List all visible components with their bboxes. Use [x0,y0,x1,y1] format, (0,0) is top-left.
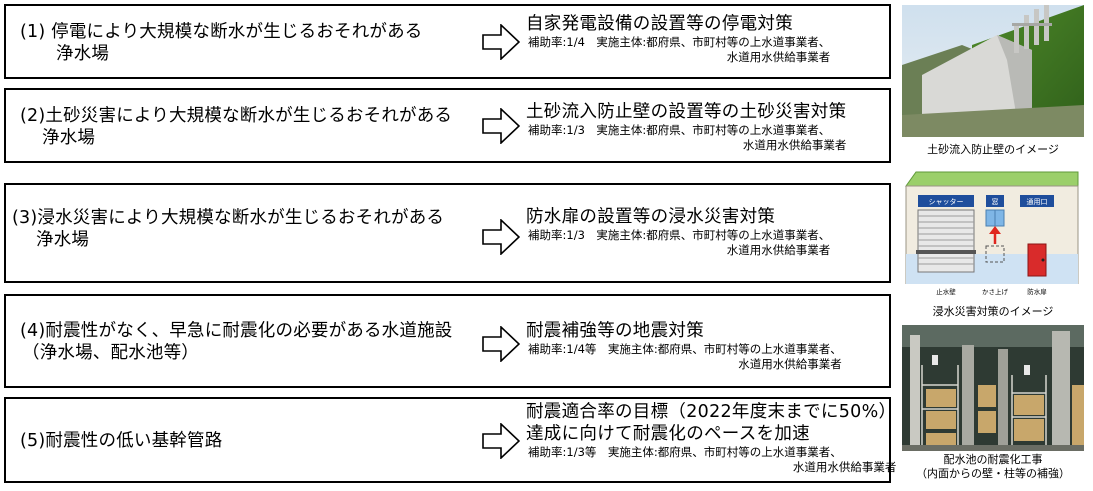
subsidy-line1: 補助率:1/3 実施主体:都府県、市町村等の上水道事業者、 [528,228,831,242]
measure-title: 土砂流入防止壁の設置等の土砂災害対策 [526,102,847,122]
condition-text: (3)浸水災害により大規模な断水が生じるおそれがある 浄水場 [12,207,444,251]
reservoir-caption-line1: 配水池の耐震化工事 [943,453,1043,466]
label-shutter: シャッター [929,197,964,206]
sediment-wall-image [902,5,1084,137]
flood-caption: 浸水災害対策のイメージ [932,305,1054,318]
subsidy-line1: 補助率:1/4等 実施主体:都府県、市町村等の上水道事業者、 [528,342,842,356]
label-raise: かさ上げ [982,287,1009,296]
subsidy-line2: 水道用水供給事業者 [738,357,842,371]
subsidy-line1: 補助率:1/3 実施主体:都府県、市町村等の上水道事業者、 [528,123,831,137]
right-arrow-icon [482,423,520,459]
measure-title-line2: 達成に向けて耐震化のペースを加速 [526,424,810,444]
label-water-stop: 止水壁 [936,287,956,296]
reservoir-photo [902,325,1084,451]
condition-line2: 浄水場 [36,230,90,250]
flood-measure-image: シャッター 窓 通用口 止水壁 かさ上げ 防水扉 [902,166,1084,300]
measure-block: 防水扉の設置等の浸水災害対策 補助率:1/3 実施主体:都府県、市町村等の上水道… [526,206,830,258]
label-waterproof-door: 防水扉 [1027,287,1047,296]
condition-text: (1) 停電により大規模な断水が生じるおそれがある 浄水場 [20,21,423,65]
condition-line2: 浄水場 [42,128,96,148]
measure-row-1: (1) 停電により大規模な断水が生じるおそれがある 浄水場 自家発電設備の設置等… [4,4,891,79]
right-arrow-icon [482,24,520,60]
subsidy-line2: 水道用水供給事業者 [742,138,847,152]
reservoir-caption: 配水池の耐震化工事 （内面からの壁・柱等の補強） [902,453,1084,481]
condition-line2: （浄水場、配水池等） [22,343,199,363]
subsidy-line1: 補助率:1/3等 実施主体:都府県、市町村等の上水道事業者、 [528,445,842,459]
sediment-wall-photo [902,5,1084,137]
condition-text: (5)耐震性の低い基幹管路 [20,430,222,452]
right-arrow-icon [482,108,520,144]
label-door: 通用口 [1027,197,1048,206]
measure-title: 耐震補強等の地震対策 [526,321,704,341]
measure-row-5: (5)耐震性の低い基幹管路 耐震適合率の目標（2022年度末までに50%） 達成… [4,397,896,483]
subsidy-line2: 水道用水供給事業者 [726,243,831,257]
measure-row-4: (4)耐震性がなく、早急に耐震化の必要がある水道施設 （浄水場、配水池等） 耐震… [4,294,891,388]
measure-block: 土砂流入防止壁の設置等の土砂災害対策 補助率:1/3 実施主体:都府県、市町村等… [526,101,846,153]
label-window: 窓 [992,197,999,206]
condition-line1: (4)耐震性がなく、早急に耐震化の必要がある水道施設 [20,321,453,341]
right-arrow-icon [482,219,520,255]
measure-block: 自家発電設備の設置等の停電対策 補助率:1/4 実施主体:都府県、市町村等の上水… [526,13,830,65]
condition-text: (2)土砂災害により大規模な断水が生じるおそれがある 浄水場 [20,105,452,149]
measure-title: 防水扉の設置等の浸水災害対策 [526,207,776,227]
subsidy-line2: 水道用水供給事業者 [792,460,897,474]
condition-line1: (5)耐震性の低い基幹管路 [20,431,223,451]
subsidy-line2: 水道用水供給事業者 [726,50,831,64]
measure-title: 自家発電設備の設置等の停電対策 [526,14,793,34]
condition-line1: (2)土砂災害により大規模な断水が生じるおそれがある [20,106,453,126]
measure-block: 耐震適合率の目標（2022年度末までに50%） 達成に向けて耐震化のペースを加速… [526,401,896,475]
reservoir-caption-line2: （内面からの壁・柱等の補強） [916,467,1070,480]
subsidy-line1: 補助率:1/4 実施主体:都府県、市町村等の上水道事業者、 [528,35,831,49]
measure-row-3: (3)浸水災害により大規模な断水が生じるおそれがある 浄水場 防水扉の設置等の浸… [4,183,891,283]
measure-block: 耐震補強等の地震対策 補助率:1/4等 実施主体:都府県、市町村等の上水道事業者… [526,320,842,372]
reservoir-work-image [902,325,1084,451]
flood-illustration: シャッター 窓 通用口 止水壁 かさ上げ 防水扉 [902,166,1084,300]
condition-line2: 浄水場 [56,44,110,64]
condition-text: (4)耐震性がなく、早急に耐震化の必要がある水道施設 （浄水場、配水池等） [20,320,453,364]
measure-row-2: (2)土砂災害により大規模な断水が生じるおそれがある 浄水場 土砂流入防止壁の設… [4,88,891,163]
condition-line1: (1) 停電により大規模な断水が生じるおそれがある [20,22,423,42]
condition-line1: (3)浸水災害により大規模な断水が生じるおそれがある [12,208,445,228]
sediment-wall-caption: 土砂流入防止壁のイメージ [927,143,1059,156]
measure-title: 耐震適合率の目標（2022年度末までに50%） [526,402,897,422]
right-arrow-icon [482,326,520,362]
